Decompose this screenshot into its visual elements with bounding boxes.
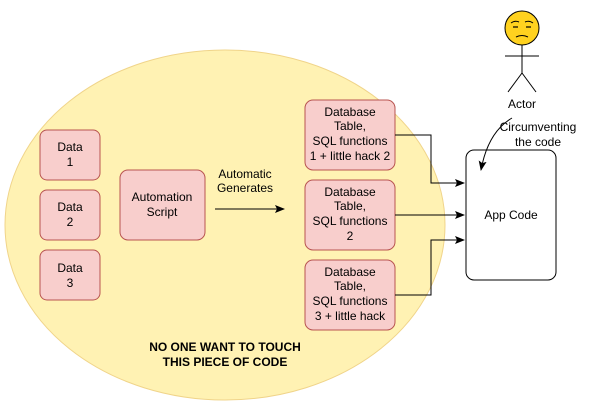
circumvent-arrow <box>478 117 513 171</box>
generates-label-line1: Automatic <box>218 167 271 181</box>
db-box-3[interactable]: Database Table, SQL functions 3 + little… <box>304 259 396 331</box>
db-box-text: Database <box>324 105 376 119</box>
data-box-3[interactable]: Data 3 <box>39 249 101 301</box>
data-box-label: Data <box>57 200 83 214</box>
generates-label-line2: Generates <box>217 181 273 195</box>
db1-to-app-connector <box>395 134 465 187</box>
circumvent-label-line2: the code <box>515 135 561 149</box>
db-box-text: Table, <box>334 119 366 133</box>
db-box-text: Table, <box>334 279 366 293</box>
circumvent-label-line1: Circumventing <box>500 120 577 134</box>
data-box-label: Data <box>57 261 83 275</box>
db-box-text: SQL functions <box>313 134 388 148</box>
db-box-1[interactable]: Database Table, SQL functions 1 + little… <box>304 99 396 171</box>
warning-line1: NO ONE WANT TO TOUCH <box>149 340 301 354</box>
db3-to-app-connector <box>395 236 465 296</box>
unamused-face-icon <box>504 10 540 46</box>
automation-script-line2: Script <box>147 205 178 219</box>
db-box-text: Table, <box>334 199 366 213</box>
app-code-label: App Code <box>484 208 538 222</box>
data-box-number: 1 <box>67 155 74 169</box>
db-box-text: SQL functions <box>313 294 388 308</box>
db-box-text: Database <box>324 185 376 199</box>
actor-figure[interactable] <box>504 10 540 93</box>
app-code-box[interactable]: App Code <box>465 149 557 281</box>
data-box-label: Data <box>57 140 83 154</box>
db-box-text: 2 <box>347 229 354 243</box>
actor-label: Actor <box>508 97 536 111</box>
automation-script-line1: Automation <box>132 190 193 204</box>
data-box-1[interactable]: Data 1 <box>39 129 101 181</box>
automation-script-box[interactable]: Automation Script <box>119 169 206 241</box>
db-box-2[interactable]: Database Table, SQL functions 2 <box>304 179 396 251</box>
db-box-text: 3 + little hack <box>315 309 386 323</box>
data-box-2[interactable]: Data 2 <box>39 189 101 241</box>
db-box-text: SQL functions <box>313 214 388 228</box>
warning-line2: THIS PIECE OF CODE <box>163 355 288 369</box>
db-box-text: Database <box>324 265 376 279</box>
data-box-number: 3 <box>67 276 74 290</box>
db-box-text: 1 + little hack 2 <box>310 149 391 163</box>
data-box-number: 2 <box>67 215 74 229</box>
